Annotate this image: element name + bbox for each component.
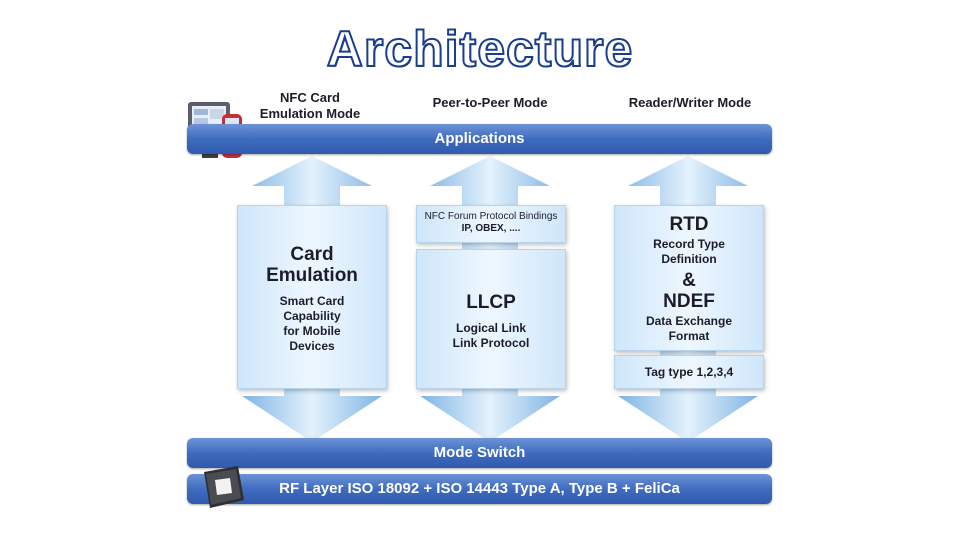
llcp-desc-line1: Logical Link (455, 321, 526, 335)
mode-switch-bar: Mode Switch (187, 438, 772, 468)
protocol-bindings-box: NFC Forum Protocol Bindings IP, OBEX, ..… (416, 205, 566, 243)
chip-icon (198, 464, 246, 510)
ndef-desc-line2: Format (668, 329, 710, 343)
mode-label-text: NFC Card Emulation Mode (259, 90, 361, 121)
bindings-line2: IP, OBEX, .... (461, 223, 521, 234)
card-emulation-desc-line4: Devices (289, 339, 335, 353)
ndef-desc-line1: Data Exchange (645, 314, 733, 328)
llcp-title: LLCP (466, 292, 516, 313)
card-emulation-desc-line1: Smart Card (279, 294, 345, 308)
mode-label-card-emulation: NFC Card Emulation Mode (250, 90, 370, 122)
rtd-ndef-box: RTD Record Type Definition & NDEF Data E… (614, 205, 764, 351)
mode-label-reader-writer: Reader/Writer Mode (628, 95, 752, 110)
tag-type-box: Tag type 1,2,3,4 (614, 355, 764, 389)
rtd-title: RTD (669, 214, 709, 235)
card-emulation-desc-line3: for Mobile (283, 324, 341, 338)
ndef-title: NDEF (663, 291, 715, 312)
rtd-desc-line1: Record Type (653, 237, 725, 251)
diagram-title: Architecture (326, 20, 634, 78)
tag-type-label: Tag type 1,2,3,4 (644, 365, 734, 379)
card-emulation-box: Card Emulation Smart Card Capability for… (237, 205, 387, 389)
bindings-line1: NFC Forum Protocol Bindings (424, 211, 558, 222)
llcp-box: LLCP Logical Link Link Protocol (416, 249, 566, 389)
rf-layer-bar: RF Layer ISO 18092 + ISO 14443 Type A, T… (187, 474, 772, 504)
llcp-desc-line2: Link Protocol (452, 336, 530, 350)
applications-bar: Applications (187, 124, 772, 154)
card-emulation-title-line2: Emulation (266, 265, 358, 286)
rtd-desc-line2: Definition (661, 252, 717, 266)
card-emulation-desc-line2: Capability (283, 309, 341, 323)
card-emulation-title-line1: Card (290, 244, 334, 265)
mode-label-peer-to-peer: Peer-to-Peer Mode (432, 95, 548, 110)
ampersand: & (682, 270, 696, 291)
